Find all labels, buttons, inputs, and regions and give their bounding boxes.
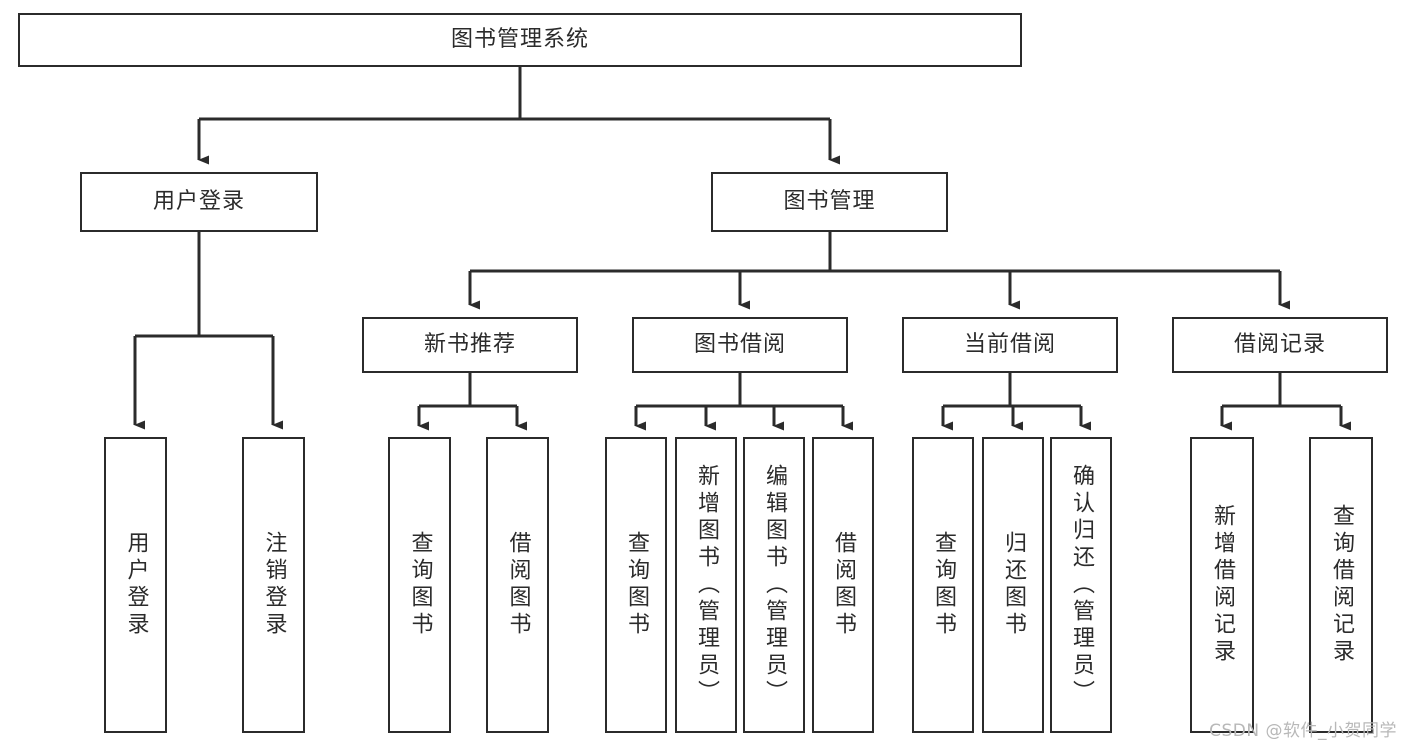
node-borrow-record[interactable]: 借阅记录 [1172, 317, 1388, 373]
connector-group-root [197, 67, 840, 165]
connector-group-current-borrow [941, 373, 1091, 431]
node-label: 确认归还（管理员） [1069, 463, 1094, 707]
leaf-node[interactable]: 查询图书 [912, 437, 974, 733]
node-label: 注销登录 [261, 531, 287, 639]
node-label: 新增借阅记录 [1210, 504, 1235, 666]
node-label: 新增图书（管理员） [694, 463, 719, 707]
node-root-system[interactable]: 图书管理系统 [18, 13, 1022, 67]
node-label: 编辑图书（管理员） [762, 463, 787, 707]
leaf-node[interactable]: 新增借阅记录 [1190, 437, 1254, 733]
node-label: 图书管理 [783, 189, 876, 214]
node-book-borrow[interactable]: 图书借阅 [632, 317, 848, 373]
node-label: 图书管理系统 [450, 27, 589, 52]
connector-group-user-login [133, 232, 283, 430]
leaf-node[interactable]: 用户登录 [104, 437, 167, 733]
leaf-node[interactable]: 查询图书 [388, 437, 451, 733]
node-label: 当前借阅 [963, 332, 1056, 357]
leaf-node[interactable]: 借阅图书 [486, 437, 549, 733]
connector-group-borrow-record [1220, 373, 1351, 431]
node-label: 用户登录 [123, 531, 149, 639]
leaf-node[interactable]: 新增图书（管理员） [675, 437, 737, 733]
leaf-node[interactable]: 注销登录 [242, 437, 305, 733]
leaf-node[interactable]: 借阅图书 [812, 437, 874, 733]
node-label: 借阅记录 [1233, 332, 1326, 357]
leaf-node[interactable]: 确认归还（管理员） [1050, 437, 1112, 733]
leaf-node[interactable]: 归还图书 [982, 437, 1044, 733]
node-label: 查询图书 [931, 531, 956, 639]
node-label: 查询借阅记录 [1329, 504, 1354, 666]
node-new-book-recommend[interactable]: 新书推荐 [362, 317, 578, 373]
node-label: 新书推荐 [423, 332, 516, 357]
node-label: 借阅图书 [505, 531, 531, 639]
leaf-node[interactable]: 查询借阅记录 [1309, 437, 1373, 733]
node-label: 图书借阅 [693, 332, 786, 357]
node-label: 借阅图书 [831, 531, 856, 639]
leaf-node[interactable]: 查询图书 [605, 437, 667, 733]
node-book-management[interactable]: 图书管理 [711, 172, 948, 232]
node-label: 查询图书 [407, 531, 433, 639]
node-label: 查询图书 [624, 531, 649, 639]
connector-group-borrow [634, 373, 853, 431]
node-user-login[interactable]: 用户登录 [80, 172, 318, 232]
connector-group-new-book [417, 373, 527, 431]
leaf-node[interactable]: 编辑图书（管理员） [743, 437, 805, 733]
node-current-borrow[interactable]: 当前借阅 [902, 317, 1118, 373]
connector-group-book-management [468, 232, 1290, 310]
node-label: 归还图书 [1001, 531, 1026, 639]
node-label: 用户登录 [152, 189, 245, 214]
